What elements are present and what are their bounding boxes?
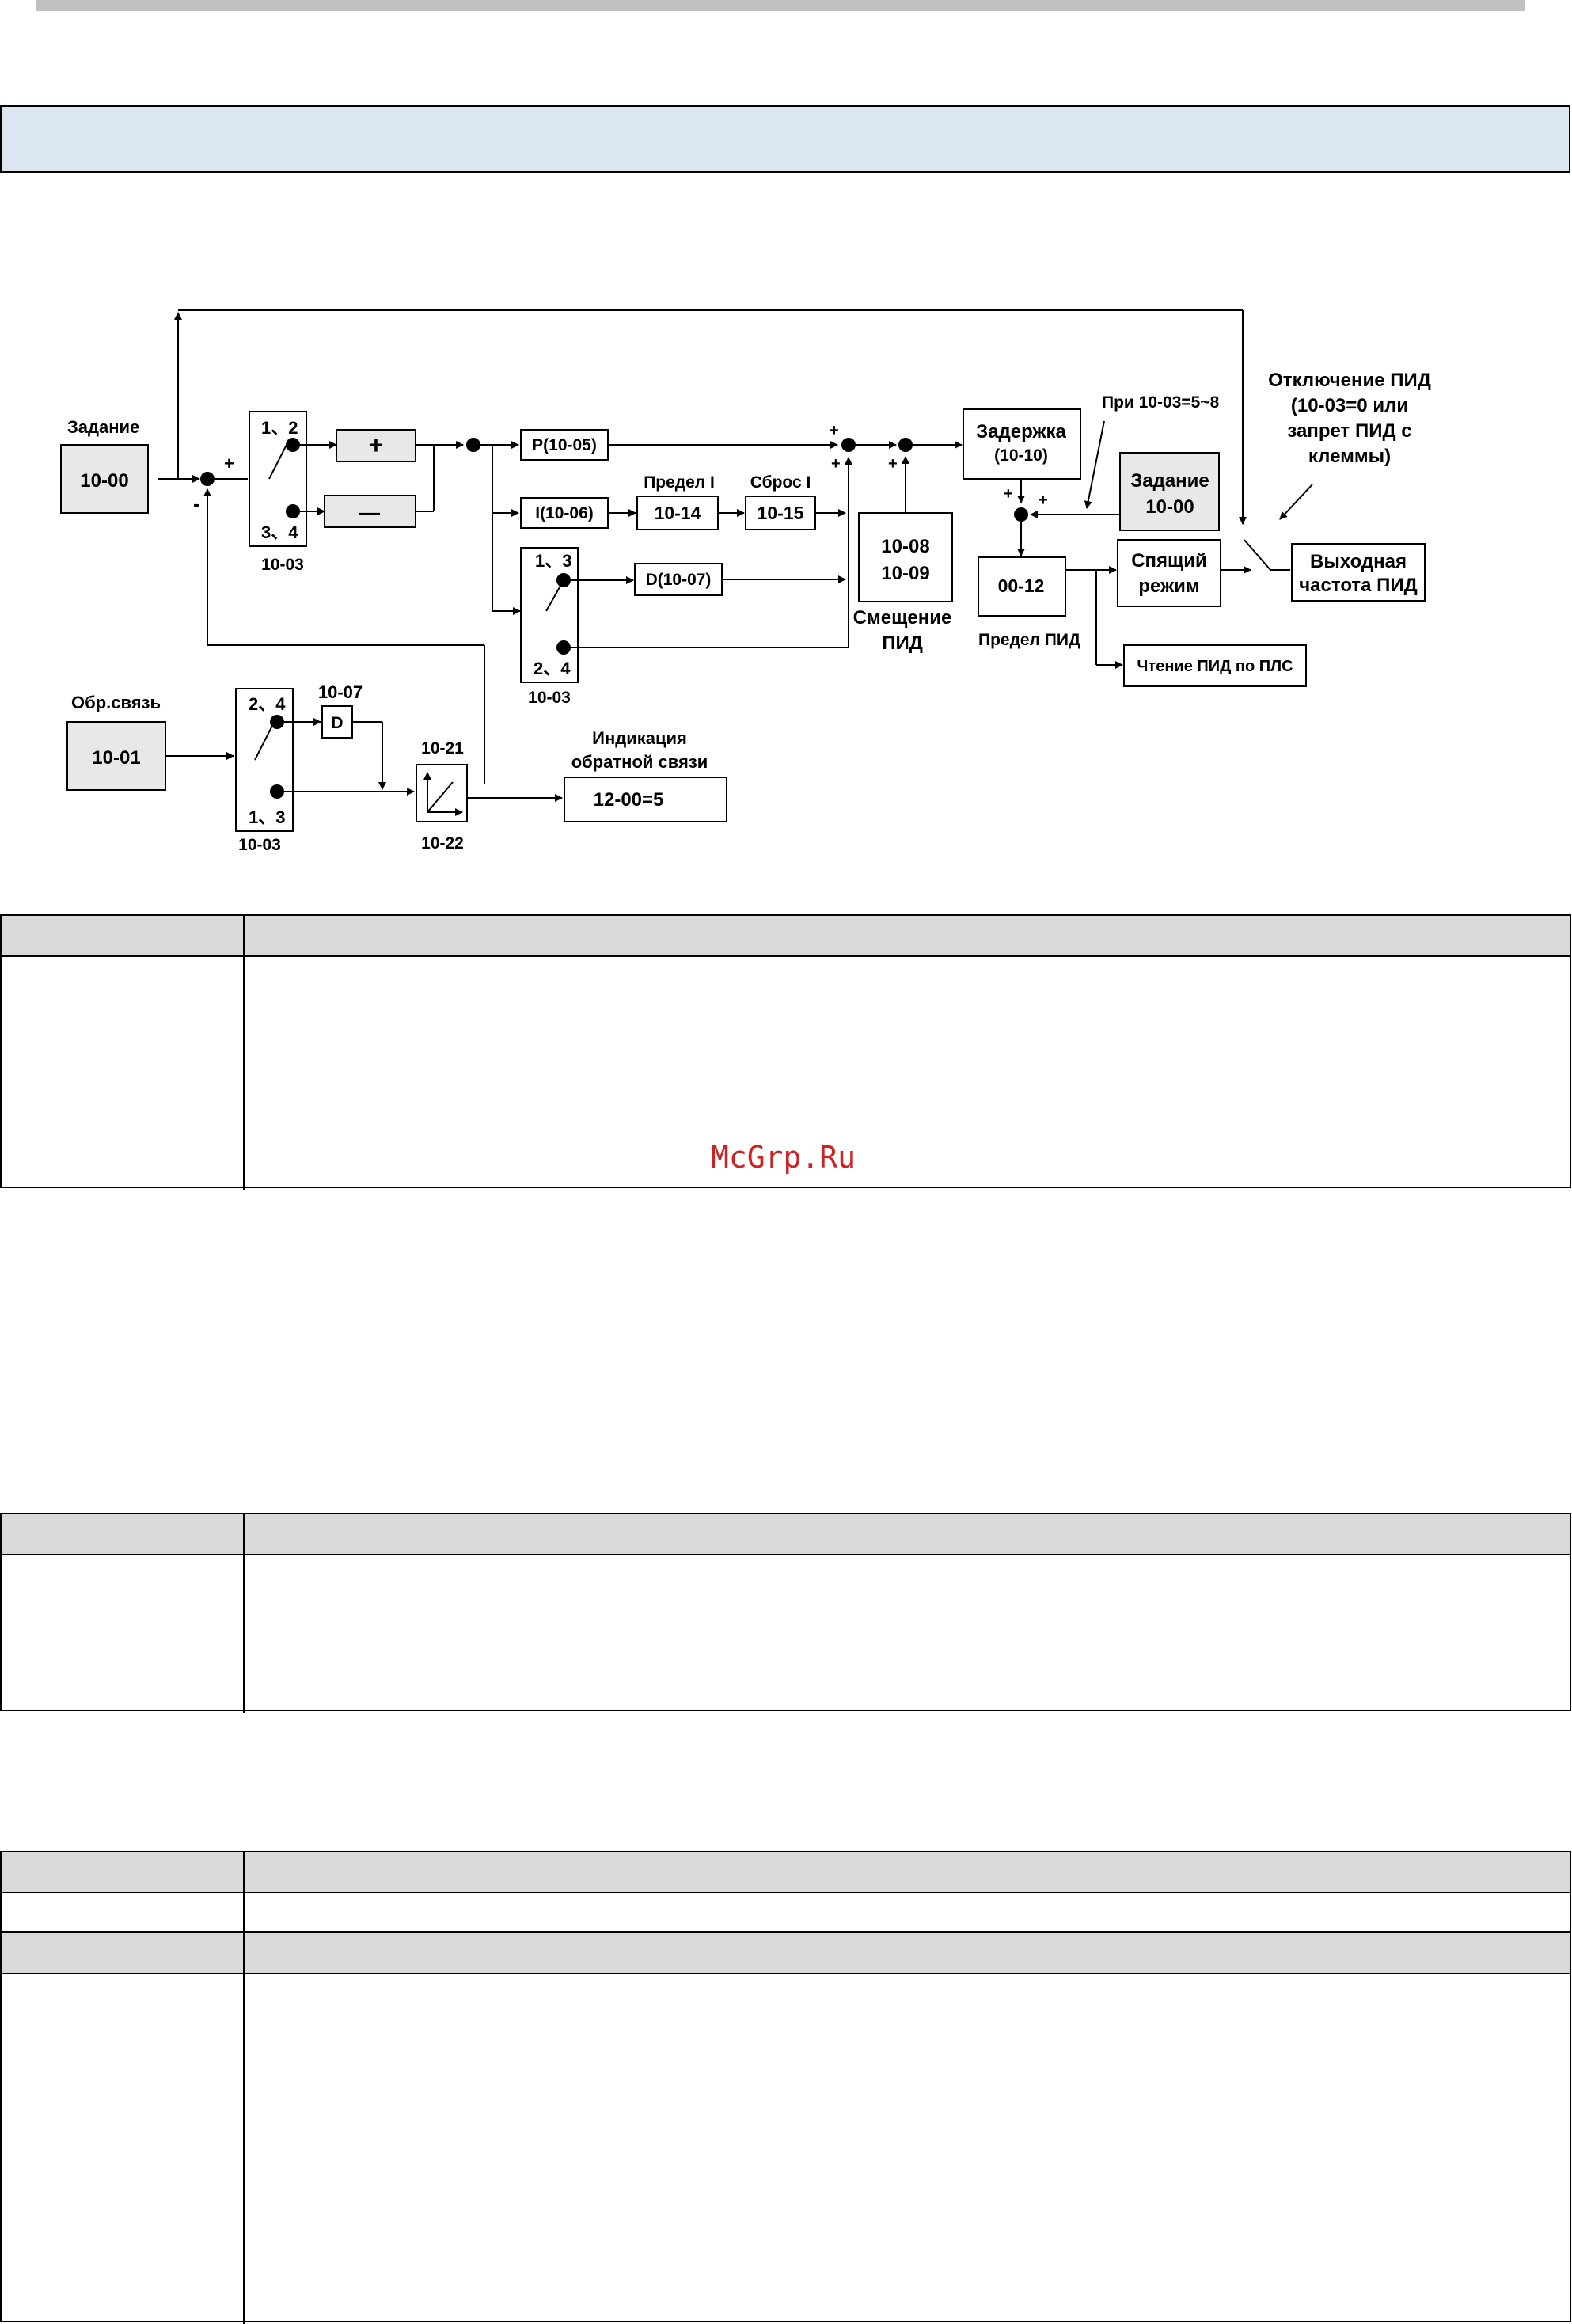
- d-selector-param: 10-03: [528, 689, 571, 707]
- sum-plus-sign: +: [224, 454, 234, 473]
- feedback-param: 10-01: [92, 747, 140, 769]
- selector-param-top: 10-03: [261, 556, 304, 574]
- table-header-row: [2, 1514, 1570, 1554]
- setpoint-label: Задание: [67, 417, 139, 437]
- pid-off-3: запрет ПИД с: [1287, 420, 1411, 442]
- column-divider: [243, 1514, 245, 1713]
- section-banner: [0, 105, 1570, 173]
- plus-block-symbol: +: [369, 431, 384, 459]
- pid-block-diagram: Задание 10-00 + - 1、2 3、4 10-03 + — P(10…: [60, 309, 1431, 854]
- divider: [2, 955, 1570, 957]
- fb-display-label-2: обратной связи: [571, 752, 708, 772]
- column-divider: [243, 1852, 245, 2324]
- p-block-label: P(10-05): [532, 436, 597, 454]
- pid-off-2: (10-03=0 или: [1291, 395, 1408, 416]
- i-reset-param: 10-15: [758, 503, 804, 523]
- i-reset-label: Сброс I: [750, 473, 811, 492]
- sleep-label-1: Спящий: [1131, 550, 1207, 572]
- d-letter: D: [331, 714, 343, 732]
- output-label-1: Выходная: [1310, 551, 1407, 572]
- minus-block-symbol: —: [359, 500, 380, 524]
- pid-limit-param: 00-12: [998, 575, 1045, 596]
- sum3-plus: +: [888, 455, 898, 473]
- offset-label-1: Смещение: [853, 607, 952, 628]
- selector-12: 1、2: [261, 418, 298, 438]
- pid-limit-label: Предел ПИД: [978, 631, 1080, 649]
- divider: [2, 1554, 1570, 1555]
- sum-minus-sign: -: [193, 492, 200, 515]
- table-header-row: [2, 916, 1570, 955]
- header-rule: [36, 0, 1525, 11]
- pid-off-4: клеммы): [1308, 446, 1391, 467]
- sum2-plus-top: +: [830, 422, 839, 439]
- fb-selector-13: 1、3: [249, 807, 285, 827]
- fb-selector-24: 2、4: [249, 694, 286, 714]
- divider: [2, 1973, 1570, 1974]
- table-header-row: [2, 1852, 1570, 1892]
- divider: [2, 1892, 1570, 1893]
- setpoint2-label: Задание: [1130, 470, 1209, 492]
- offset-param-1: 10-08: [881, 536, 929, 557]
- d-selector-13: 1、3: [535, 551, 571, 571]
- param-table-1: [0, 914, 1571, 1190]
- i-limit-param: 10-14: [655, 503, 701, 523]
- fb-display-label-1: Индикация: [592, 728, 687, 748]
- setpoint2-param: 10-00: [1145, 496, 1194, 518]
- sleep-label-2: режим: [1138, 575, 1199, 597]
- d-block-label: D(10-07): [646, 571, 712, 589]
- i-limit-label: Предел I: [644, 473, 715, 492]
- param-table-2: [0, 1513, 1571, 1713]
- divider: [2, 1931, 1570, 1933]
- watermark: McGrp.Ru: [711, 1140, 856, 1175]
- table-row: [2, 1893, 1570, 1931]
- offset-param-2: 10-09: [881, 563, 929, 584]
- sum2-plus-bottom: +: [831, 455, 841, 473]
- fb-selector-param: 10-03: [238, 836, 281, 854]
- sum4-plus-left: +: [1004, 485, 1013, 503]
- filter-bottom-param: 10-22: [421, 834, 464, 853]
- setpoint-param: 10-00: [80, 470, 128, 492]
- param-table-3: [0, 1851, 1571, 2324]
- offset-label-2: ПИД: [882, 632, 923, 654]
- filter-top-param: 10-21: [421, 739, 464, 758]
- d-param-label: 10-07: [318, 682, 363, 702]
- delay-param: (10-10): [994, 446, 1048, 465]
- plc-read-label: Чтение ПИД по ПЛС: [1137, 658, 1293, 675]
- column-divider: [243, 916, 245, 1190]
- sum4-plus-right: +: [1039, 492, 1048, 509]
- d-selector-24: 2、4: [533, 659, 571, 678]
- table-subheader-row: [2, 1933, 1570, 1973]
- pid-off-1: Отключение ПИД: [1268, 370, 1431, 391]
- delay-label: Задержка: [976, 421, 1066, 442]
- selector-34: 3、4: [261, 522, 298, 542]
- output-label-2: частота ПИД: [1299, 575, 1418, 596]
- feedback-label: Обр.связь: [71, 693, 161, 712]
- i-block-label: I(10-06): [535, 504, 594, 522]
- fb-display-param: 12-00=5: [594, 789, 664, 811]
- when-label: При 10-03=5~8: [1102, 393, 1220, 412]
